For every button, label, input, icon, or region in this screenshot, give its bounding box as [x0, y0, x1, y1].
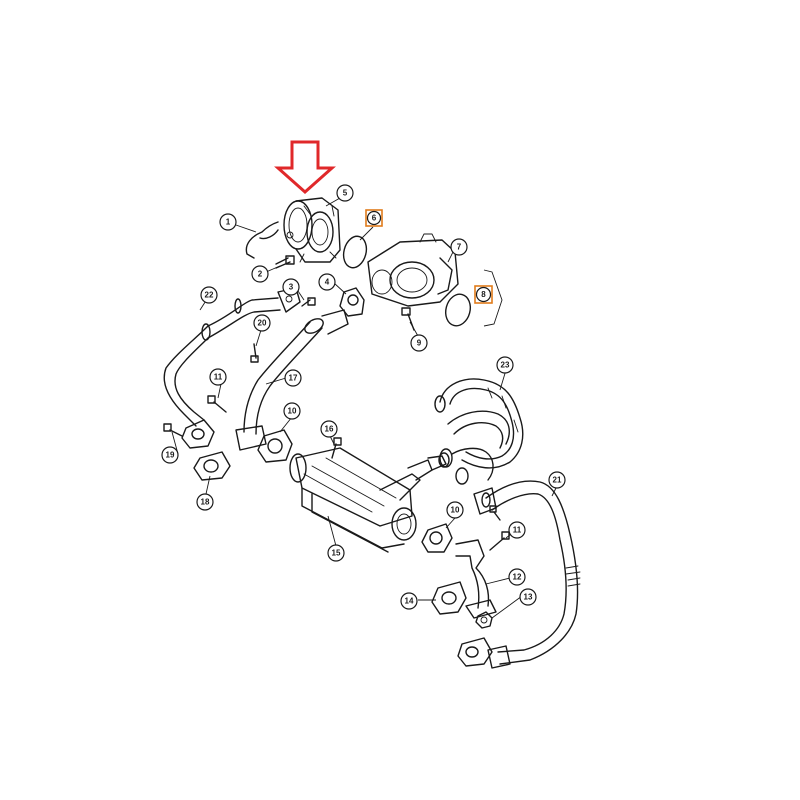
bolt-3-part	[301, 297, 316, 307]
svg-text:10: 10	[288, 407, 297, 416]
callout-6: 6	[365, 209, 383, 227]
callout-7: 7	[450, 238, 468, 256]
callout-20: 20	[253, 314, 271, 332]
svg-text:11: 11	[214, 373, 223, 382]
svg-text:1: 1	[226, 218, 231, 227]
svg-text:12: 12	[513, 573, 522, 582]
bracket-8	[483, 269, 503, 327]
svg-text:19: 19	[166, 451, 175, 460]
svg-text:10: 10	[451, 506, 460, 515]
callout-12: 12	[508, 568, 526, 586]
gasket-10-lower-part	[421, 523, 453, 553]
svg-text:16: 16	[325, 425, 334, 434]
nut-13-part	[475, 611, 493, 629]
bolt-19-part	[163, 423, 183, 437]
svg-text:18: 18	[201, 498, 210, 507]
callout-21: 21	[548, 471, 566, 489]
svg-text:3: 3	[289, 283, 294, 292]
callout-23: 23	[496, 356, 514, 374]
callout-3: 3	[282, 278, 300, 296]
svg-text:14: 14	[405, 597, 414, 606]
highlight-box-6	[365, 209, 383, 227]
egr-cooler-15-part	[289, 447, 450, 553]
svg-text:4: 4	[325, 278, 330, 287]
callout-15: 15	[327, 544, 345, 562]
svg-text:15: 15	[332, 549, 341, 558]
o-ring-6-part	[342, 235, 368, 269]
callout-1: 1	[219, 213, 237, 231]
gasket-18-part	[193, 451, 231, 481]
bolt-11-lower-part	[489, 531, 510, 551]
callout-18: 18	[196, 493, 214, 511]
bolt-11-upper-part	[207, 395, 227, 413]
svg-text:23: 23	[501, 361, 510, 370]
svg-text:6: 6	[372, 214, 377, 223]
callout-14: 14	[400, 592, 418, 610]
flange-lower	[457, 637, 493, 667]
callout-11-upper: 11	[209, 368, 227, 386]
callout-17: 17	[284, 369, 302, 387]
svg-text:13: 13	[524, 593, 533, 602]
bolt-20-part	[250, 343, 259, 363]
callout-8: 8	[474, 285, 493, 304]
gasket-14-part	[431, 581, 467, 615]
callout-10-upper: 10	[283, 402, 301, 420]
bolt-16-part	[331, 437, 342, 459]
svg-text:2: 2	[258, 270, 263, 279]
o-ring-8-part	[444, 293, 472, 327]
gasket-10-upper-part	[257, 429, 293, 463]
leader-lines	[171, 197, 558, 619]
svg-text:8: 8	[481, 290, 486, 299]
svg-text:9: 9	[417, 339, 422, 348]
svg-text:21: 21	[553, 476, 562, 485]
flange-22	[181, 419, 215, 449]
callout-19: 19	[161, 446, 179, 464]
egr-valve-part	[283, 197, 341, 263]
callout-4: 4	[318, 273, 336, 291]
svg-text:20: 20	[258, 319, 267, 328]
tube-22-part	[163, 287, 301, 427]
callout-2: 2	[251, 265, 269, 283]
callout-13: 13	[519, 588, 537, 606]
callout-22: 22	[200, 286, 218, 304]
spring-clip-part	[245, 221, 279, 259]
pipe-12-part	[455, 539, 497, 619]
svg-text:5: 5	[343, 189, 348, 198]
hose-23-part	[434, 378, 524, 485]
callout-10-lower: 10	[446, 501, 464, 519]
callout-16: 16	[320, 420, 338, 438]
tube-21-part	[473, 480, 581, 669]
bolt-21-part	[489, 505, 501, 521]
tube-17-part	[235, 309, 349, 451]
svg-text:7: 7	[457, 243, 462, 252]
callout-9: 9	[410, 334, 428, 352]
gasket-4-part	[339, 287, 365, 317]
highlight-box-8	[474, 285, 493, 304]
svg-text:11: 11	[513, 526, 522, 535]
callout-5: 5	[336, 184, 354, 202]
svg-text:22: 22	[205, 291, 214, 300]
svg-text:17: 17	[289, 374, 298, 383]
housing-7-part	[367, 233, 459, 307]
callout-11-lower: 11	[508, 521, 526, 539]
indicator-arrow	[274, 140, 336, 195]
